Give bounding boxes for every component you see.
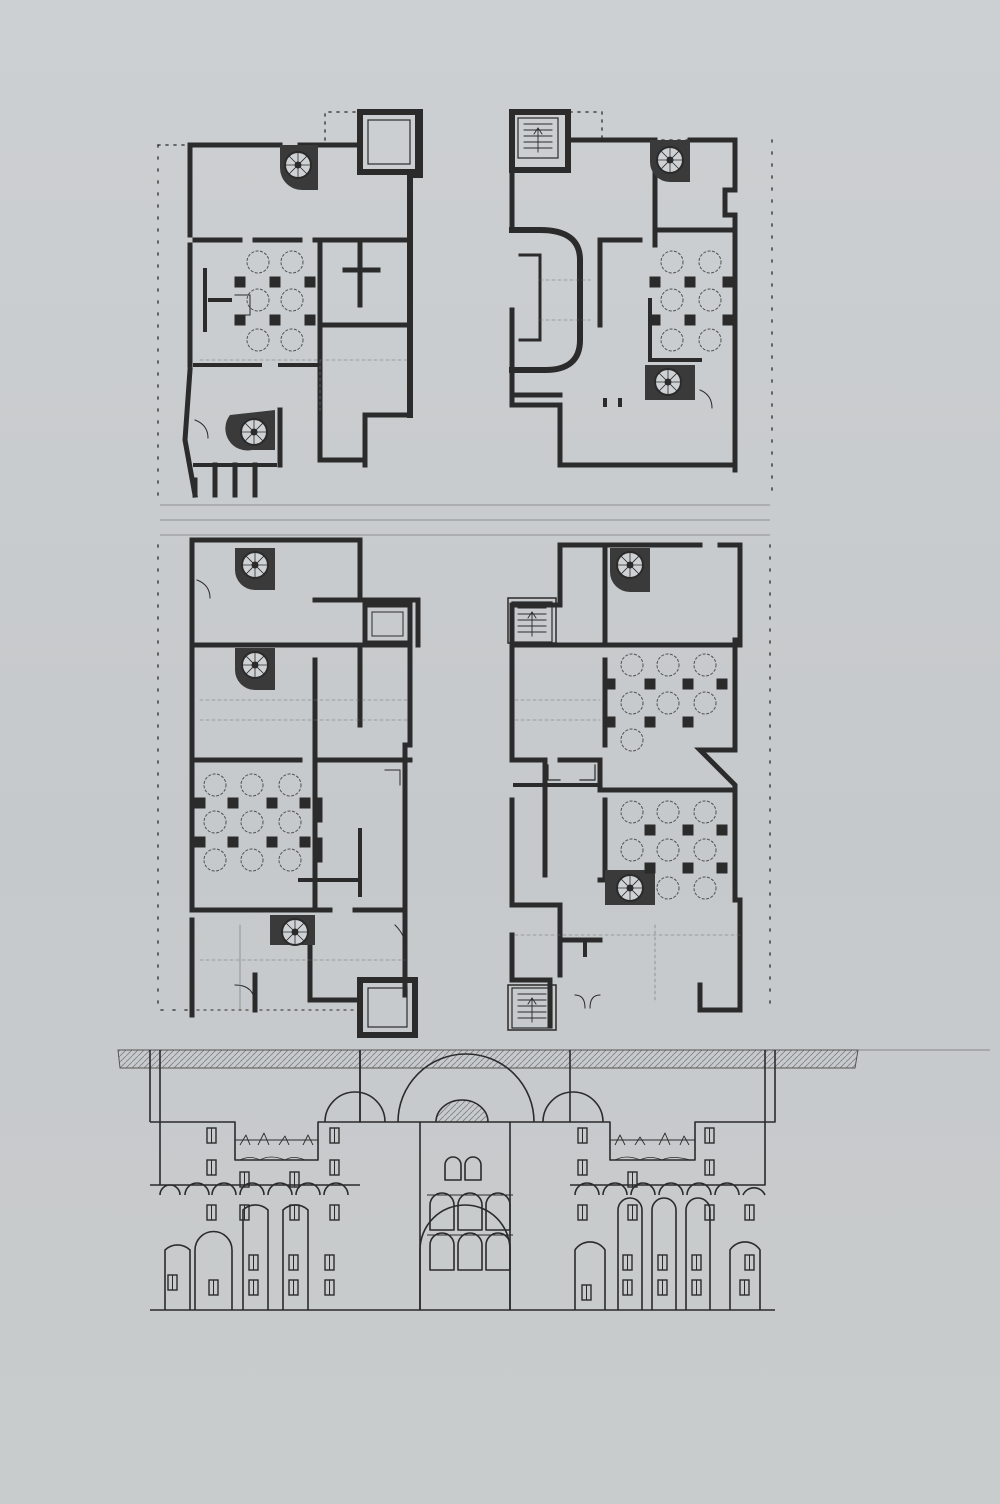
elevation-windows <box>167 1127 755 1301</box>
floor-plan-bottom-left <box>157 537 421 1038</box>
floor-plan-bottom-right <box>507 542 771 1031</box>
street-elevation <box>117 1049 990 1311</box>
floor-plan-top-left <box>157 109 423 501</box>
street-guidelines <box>160 504 770 536</box>
floor-plan-top-right <box>509 109 773 491</box>
